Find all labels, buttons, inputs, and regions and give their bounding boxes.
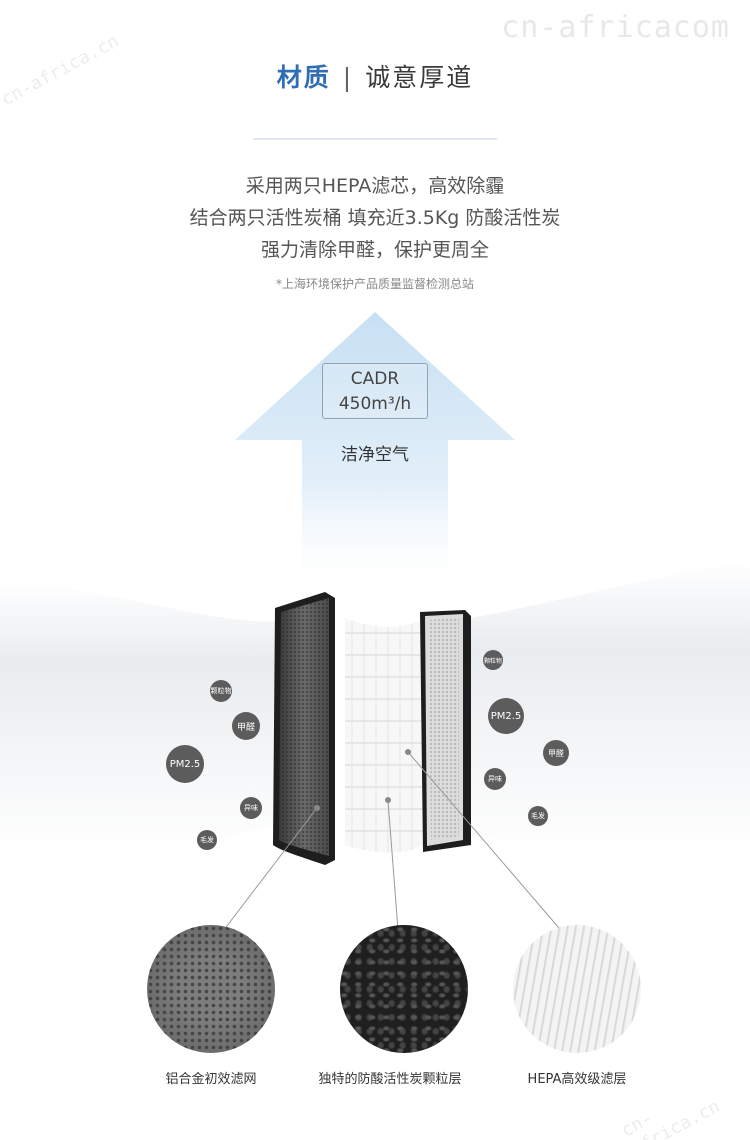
particle-hair: 毛发 <box>197 830 217 850</box>
particle-odor: 异味 <box>484 768 506 790</box>
particle-pm25: PM2.5 <box>166 745 204 783</box>
particle-dust: 颗粒物 <box>483 650 503 670</box>
particle-pm25: PM2.5 <box>488 698 524 734</box>
cadr-badge: CADR 450m³/h <box>322 363 428 419</box>
source-note: *上海环境保护产品质量监督检测总站 <box>275 277 474 291</box>
title-separator: | <box>342 63 354 92</box>
layer-label-carbon: 独特的防酸活性炭颗粒层 <box>318 1072 462 1087</box>
activated-carbon-icon <box>340 925 468 1053</box>
particle-formaldehyde: 甲醛 <box>543 740 569 766</box>
airflow-wave <box>0 560 750 855</box>
cadr-value: 450m³/h <box>338 394 412 414</box>
description-line: 采用两只HEPA滤芯，高效除霾 <box>245 175 505 197</box>
title-divider <box>253 138 497 140</box>
clean-air-arrow-icon <box>235 312 515 600</box>
metal-mesh-icon <box>147 925 275 1053</box>
title-material: 材质 <box>276 63 331 92</box>
particle-hair: 毛发 <box>528 806 548 826</box>
particle-dust: 颗粒物 <box>210 680 232 702</box>
cadr-label: CADR <box>350 369 400 389</box>
layer-label-metal-mesh: 铝合金初效滤网 <box>165 1072 257 1087</box>
description-line: 强力清除甲醛，保护更周全 <box>260 239 489 261</box>
particle-formaldehyde: 甲醛 <box>232 712 260 740</box>
description: 采用两只HEPA滤芯，高效除霾 结合两只活性炭桶 填充近3.5Kg 防酸活性炭 … <box>0 170 750 266</box>
watermark: cn-africacom <box>501 10 730 45</box>
title-slogan: 诚意厚道 <box>365 63 474 92</box>
clean-air-label: 洁净空气 <box>341 445 409 465</box>
layer-label-hepa: HEPA高效级滤层 <box>527 1072 627 1087</box>
filter-cartridge-icon <box>273 592 471 865</box>
particle-odor: 异味 <box>240 797 262 819</box>
section-title: 材质 | 诚意厚道 <box>0 58 750 94</box>
description-line: 结合两只活性炭桶 填充近3.5Kg 防酸活性炭 <box>189 207 561 229</box>
hepa-pleat-icon <box>513 925 641 1053</box>
